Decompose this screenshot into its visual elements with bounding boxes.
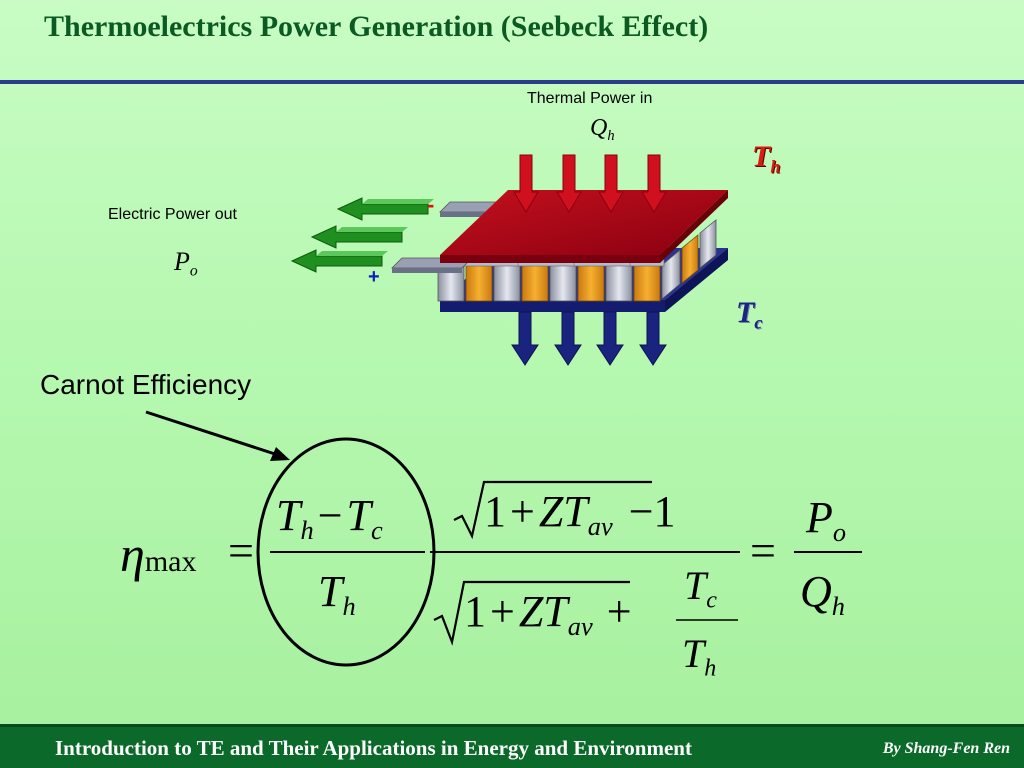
carnot-denominator: Th — [318, 566, 356, 622]
equals-sign-1: = — [228, 525, 254, 576]
carnot-den-th: T — [318, 567, 343, 616]
carnot-pointer-arrow — [145, 410, 290, 461]
bot-one: 1 — [464, 587, 486, 636]
carnot-num-tc-sub: c — [371, 515, 383, 546]
second-denominator: 1+ZTav+ — [464, 586, 632, 642]
carnot-den-th-sub: h — [342, 591, 356, 622]
inner-frac-numerator: Tc — [684, 562, 717, 614]
top-plus: + — [510, 487, 535, 536]
inner-den-t: T — [682, 631, 705, 676]
inner-num-sub: c — [706, 587, 717, 614]
slide-title: Thermoelectrics Power Generation (Seebec… — [44, 10, 709, 43]
tc-symbol: T — [736, 296, 755, 329]
inner-frac-denominator: Th — [682, 630, 716, 682]
po-label: Po — [174, 247, 198, 280]
th-symbol: T — [752, 140, 771, 173]
top-zt-sub: av — [587, 511, 613, 542]
ratio-numerator: Po — [806, 492, 846, 548]
inner-num-t: T — [684, 563, 707, 608]
ratio-den-q: Q — [800, 567, 832, 616]
electric-out-arrows — [290, 197, 434, 273]
ratio-denominator: Qh — [800, 566, 845, 622]
ratio-den-sub: h — [831, 591, 845, 622]
top-one-2: 1 — [653, 487, 676, 536]
ratio-num-sub: o — [832, 517, 847, 548]
qh-label: Qh — [590, 115, 615, 145]
top-one: 1 — [484, 487, 506, 536]
thermal-power-label: Thermal Power in — [527, 90, 653, 107]
carnot-num-minus: − — [317, 491, 343, 540]
top-minus: − — [628, 487, 654, 536]
carnot-numerator: Th−Tc — [276, 490, 383, 546]
footer-bar: Introduction to TE and Their Application… — [0, 727, 1024, 768]
th-subscript: h — [770, 156, 781, 177]
carnot-efficiency-label: Carnot Efficiency — [40, 369, 252, 400]
electric-power-label: Electric Power out — [108, 206, 237, 223]
top-zt: ZT — [538, 487, 588, 536]
second-numerator: 1+ZTav−1 — [484, 486, 676, 542]
eta-max: ηmax — [120, 525, 196, 583]
bot-zt-sub: av — [567, 611, 593, 642]
ratio-num-p: P — [806, 493, 833, 542]
tc-label: Tc — [736, 296, 762, 333]
heat-in-arrows — [513, 154, 667, 213]
heat-out-arrows — [511, 311, 667, 366]
inner-den-sub: h — [704, 655, 717, 682]
qh-symbol: Q — [590, 115, 608, 141]
eta-symbol: η — [120, 526, 145, 582]
footer-rule — [0, 724, 1024, 727]
footer-author: By Shang-Fen Ren — [882, 740, 1010, 757]
minus-terminal-sign: - — [427, 192, 435, 217]
qh-subscript: h — [607, 128, 615, 145]
equals-sign-2: = — [750, 525, 776, 576]
equation-lines — [270, 480, 862, 646]
bot-zt: ZT — [518, 587, 568, 636]
eta-subscript: max — [144, 545, 197, 578]
title-underline — [0, 80, 1024, 84]
carnot-num-tc: T — [346, 491, 371, 540]
po-symbol: P — [174, 247, 190, 276]
th-label: Th — [752, 140, 780, 177]
footer-title: Introduction to TE and Their Application… — [55, 736, 692, 760]
carnot-num-th-sub: h — [300, 515, 314, 546]
po-subscript: o — [189, 262, 198, 280]
bot-plus-2: + — [606, 587, 632, 636]
plus-terminal-sign: + — [368, 266, 380, 288]
bot-plus: + — [490, 587, 515, 636]
carnot-num-th: T — [276, 491, 301, 540]
tc-subscript: c — [754, 312, 763, 333]
